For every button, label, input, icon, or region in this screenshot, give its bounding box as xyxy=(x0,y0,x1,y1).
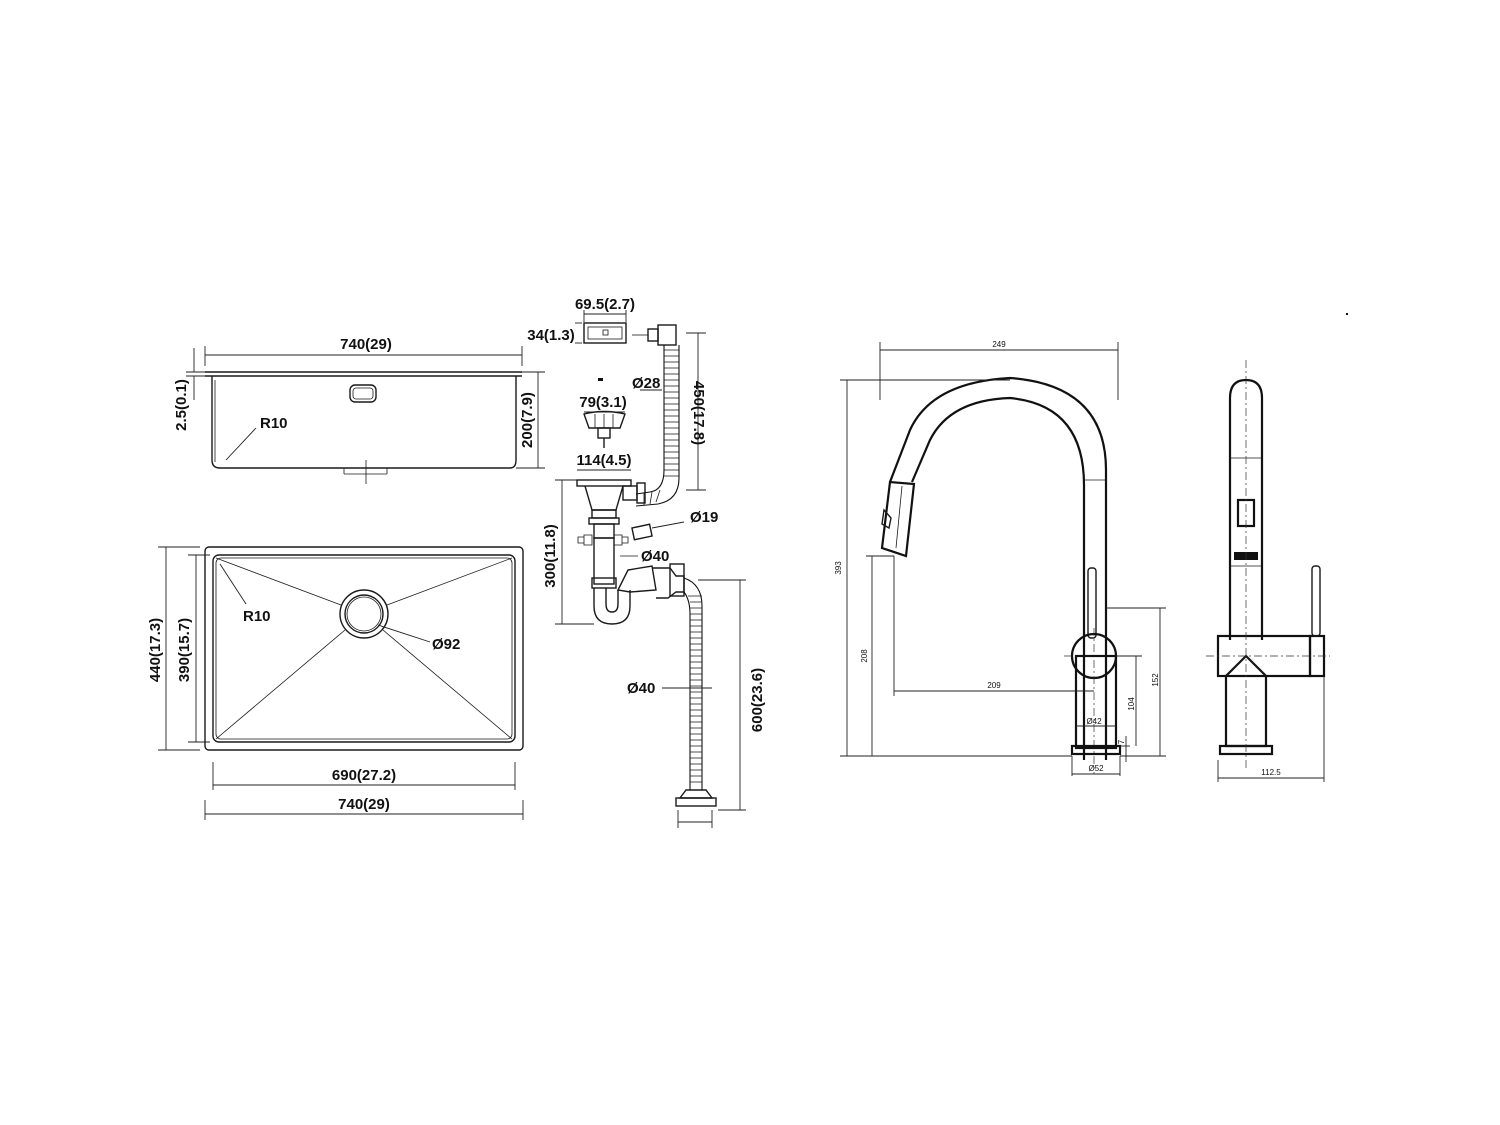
overflow-width-label: 69.5(2.7) xyxy=(575,296,635,313)
overflow-hose-diameter-label: Ø28 xyxy=(632,375,660,392)
faucet-side-view: 112.5 xyxy=(1206,360,1330,782)
faucet-handle-height-label: 152 xyxy=(1151,673,1160,687)
spray-head xyxy=(880,480,916,558)
overflow-kit: 69.5(2.7) 34(1.3) 450(17.8) Ø28 xyxy=(527,296,707,507)
strainer-outlet-label: Ø40 xyxy=(641,548,669,565)
strainer-assembly: 79(3.1) 114(4.5) Ø19 Ø40 300(11.8) xyxy=(542,394,718,625)
side-depth-label: 200(7.9) xyxy=(519,392,536,448)
faucet-body-diameter-label: Ø42 xyxy=(1086,717,1102,726)
faucet-handle xyxy=(1087,567,1097,639)
top-inner-width-label: 690(27.2) xyxy=(332,767,396,784)
overflow-hose xyxy=(635,345,680,507)
strainer-flange xyxy=(576,479,632,487)
faucet-spout-height-label: 208 xyxy=(860,649,869,663)
top-inner-depth-label: 390(15.7) xyxy=(176,618,193,682)
drain-hose: Ø40 600(23.6) xyxy=(627,563,766,828)
side-width-label: 740(29) xyxy=(340,336,392,353)
overflow-hose-length-label: 450(17.8) xyxy=(690,381,707,445)
strainer-top-label: 79(3.1) xyxy=(579,394,627,411)
faucet-body-height-label: 104 xyxy=(1127,697,1136,711)
strainer-basket xyxy=(583,410,626,429)
top-outer-width-label: 740(29) xyxy=(338,796,390,813)
top-radius-label: R10 xyxy=(243,608,271,625)
drain-hose-diameter-label: Ø40 xyxy=(627,680,655,697)
drain-diameter-label: Ø92 xyxy=(432,636,460,653)
side-radius-label: R10 xyxy=(260,415,288,432)
trap-pipe xyxy=(593,537,615,585)
faucet-base-height-label: 7 xyxy=(1117,739,1126,744)
faucet-spout-outer xyxy=(910,396,1086,760)
overflow-connector xyxy=(657,324,677,346)
faucet-front-view: 249 393 208 209 152 104 7 Ø42 xyxy=(834,340,1166,776)
dishwasher-inlet xyxy=(631,523,653,541)
strainer-inlet-label: Ø19 xyxy=(690,509,718,526)
overflow-cover xyxy=(583,322,627,344)
overflow-height-label: 34(1.3) xyxy=(527,327,575,344)
hose-end-cap xyxy=(675,797,717,807)
faucet-base xyxy=(1070,744,1122,756)
side-thickness-label: 2.5(0.1) xyxy=(173,379,190,431)
faucet-height-label: 393 xyxy=(834,561,843,575)
faucet-base-diameter-label: Ø52 xyxy=(1088,764,1104,773)
strainer-flange-label: 114(4.5) xyxy=(576,452,631,469)
faucet-spout-reach-label: 209 xyxy=(987,681,1001,690)
overflow-slot xyxy=(349,384,377,403)
sink-side-view: 740(29) 2.5(0.1) 200(7.9) R10 xyxy=(173,336,545,484)
faucet-reach-label: 249 xyxy=(992,340,1006,349)
sink-top-view: 440(17.3) 390(15.7) R10 Ø92 690(27.2) 74… xyxy=(147,546,524,820)
drain-outer-ring xyxy=(339,589,389,639)
trap-height-label: 300(11.8) xyxy=(542,524,559,587)
top-outer-depth-label: 440(17.3) xyxy=(147,618,164,682)
faucet-side-depth-label: 112.5 xyxy=(1261,768,1281,777)
drain-hose-length-label: 600(23.6) xyxy=(749,668,766,732)
